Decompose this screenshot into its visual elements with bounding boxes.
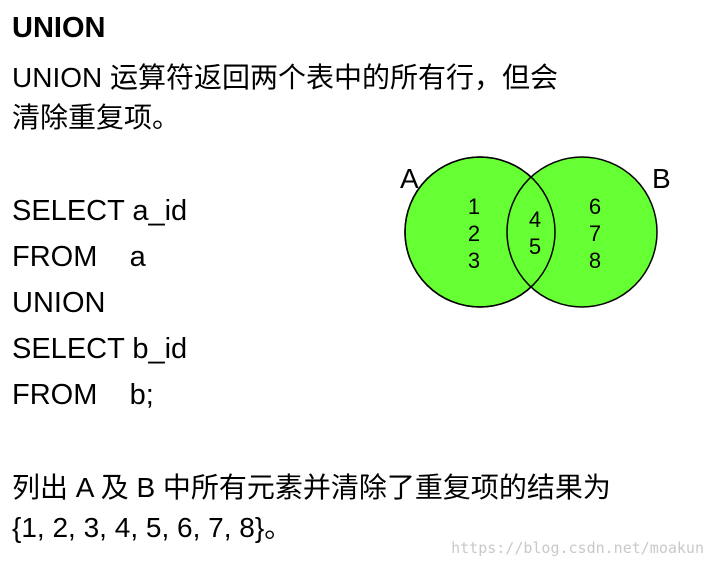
description-line-1: UNION 运算符返回两个表中的所有行，但会 xyxy=(12,62,559,93)
summary-line-1: 列出 A 及 B 中所有元素并清除了重复项的结果为 xyxy=(12,472,611,503)
venn-a-item: 1 xyxy=(468,194,480,219)
sql-line-1: SELECT a_id xyxy=(12,195,188,227)
venn-a-item: 2 xyxy=(468,221,480,246)
venn-b-item: 8 xyxy=(589,248,601,273)
sql-line-5: FROM b; xyxy=(12,379,154,411)
venn-circle-b xyxy=(506,156,658,308)
venn-intersection-item: 5 xyxy=(529,234,541,259)
sql-line-2: FROM a xyxy=(12,241,146,273)
venn-b-item: 7 xyxy=(589,221,601,246)
result-summary: 列出 A 及 B 中所有元素并清除了重复项的结果为 {1, 2, 3, 4, 5… xyxy=(12,468,712,548)
venn-b-item: 6 xyxy=(589,194,601,219)
union-description: UNION 运算符返回两个表中的所有行，但会 清除重复项。 xyxy=(12,58,672,138)
sql-line-3: UNION xyxy=(12,287,106,319)
sql-code-block: SELECT a_id FROM a UNION SELECT b_id FRO… xyxy=(12,188,187,418)
sql-line-4: SELECT b_id xyxy=(12,333,188,365)
watermark: https://blog.csdn.net/moakun xyxy=(451,539,704,557)
venn-label-a: A xyxy=(400,163,419,194)
description-line-2: 清除重复项。 xyxy=(12,102,181,133)
venn-a-item: 3 xyxy=(468,248,480,273)
venn-circle-a-outline xyxy=(404,156,556,308)
venn-intersection-item: 4 xyxy=(529,207,541,232)
venn-label-b: B xyxy=(652,163,671,194)
summary-line-2: {1, 2, 3, 4, 5, 6, 7, 8}。 xyxy=(12,512,293,543)
page-title: UNION xyxy=(12,12,106,44)
venn-diagram: A B 1 2 3 4 5 6 7 8 xyxy=(400,156,671,308)
